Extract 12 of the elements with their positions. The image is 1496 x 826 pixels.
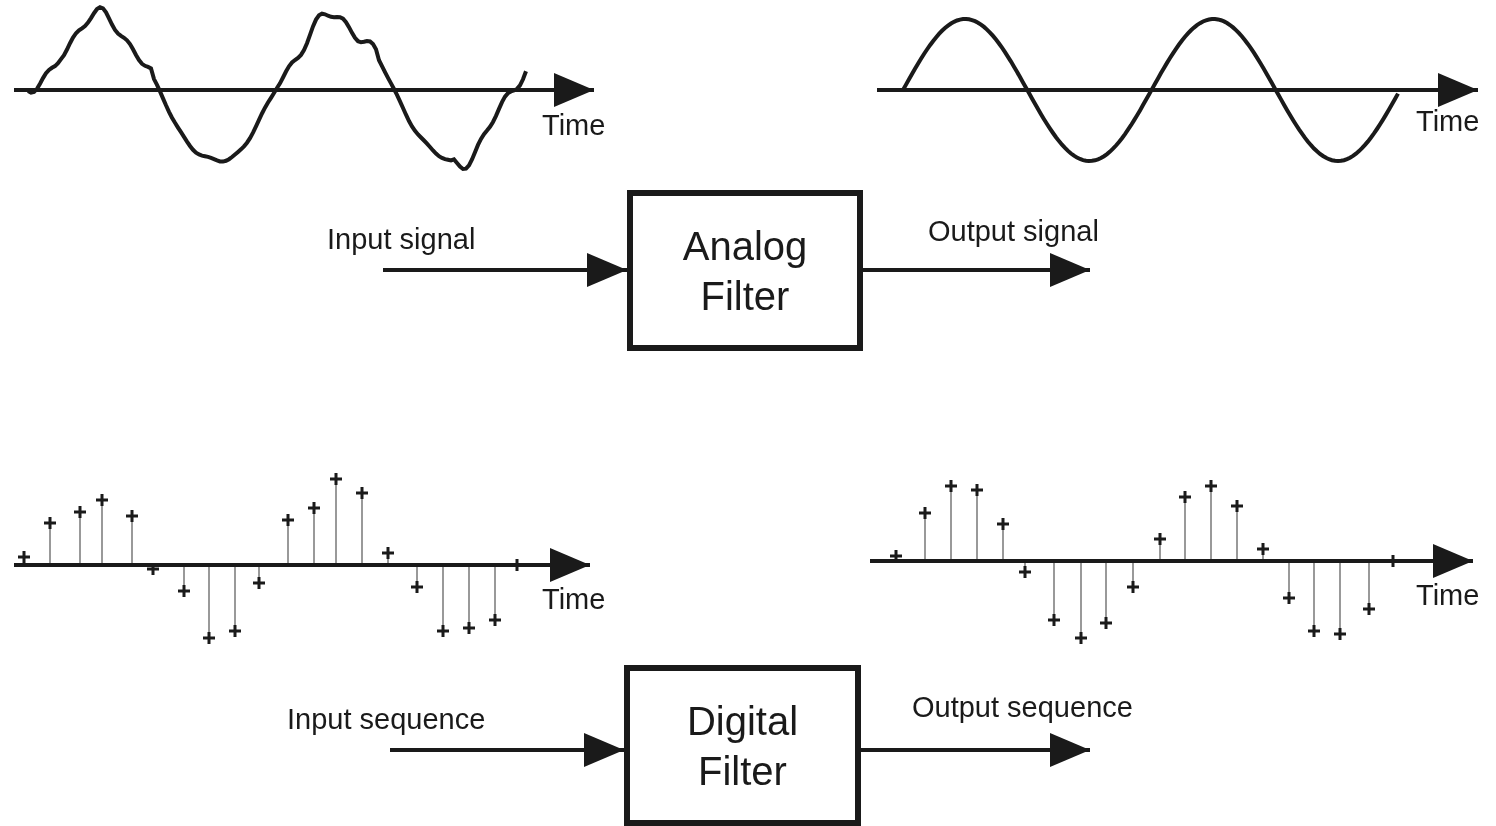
arrow (863, 253, 1090, 287)
filter-box (624, 665, 861, 826)
arrow (861, 733, 1090, 767)
axis-label: Time (542, 108, 606, 142)
arrow (383, 253, 627, 287)
axis-label: Time (1416, 578, 1480, 612)
axis-label: Time (1416, 104, 1480, 138)
arrow (390, 733, 624, 767)
filter-box (627, 190, 863, 351)
axis-label: Time (542, 582, 606, 616)
filter-name: Analog Filter (681, 222, 809, 320)
filter-name: Digital Filter (685, 697, 800, 795)
